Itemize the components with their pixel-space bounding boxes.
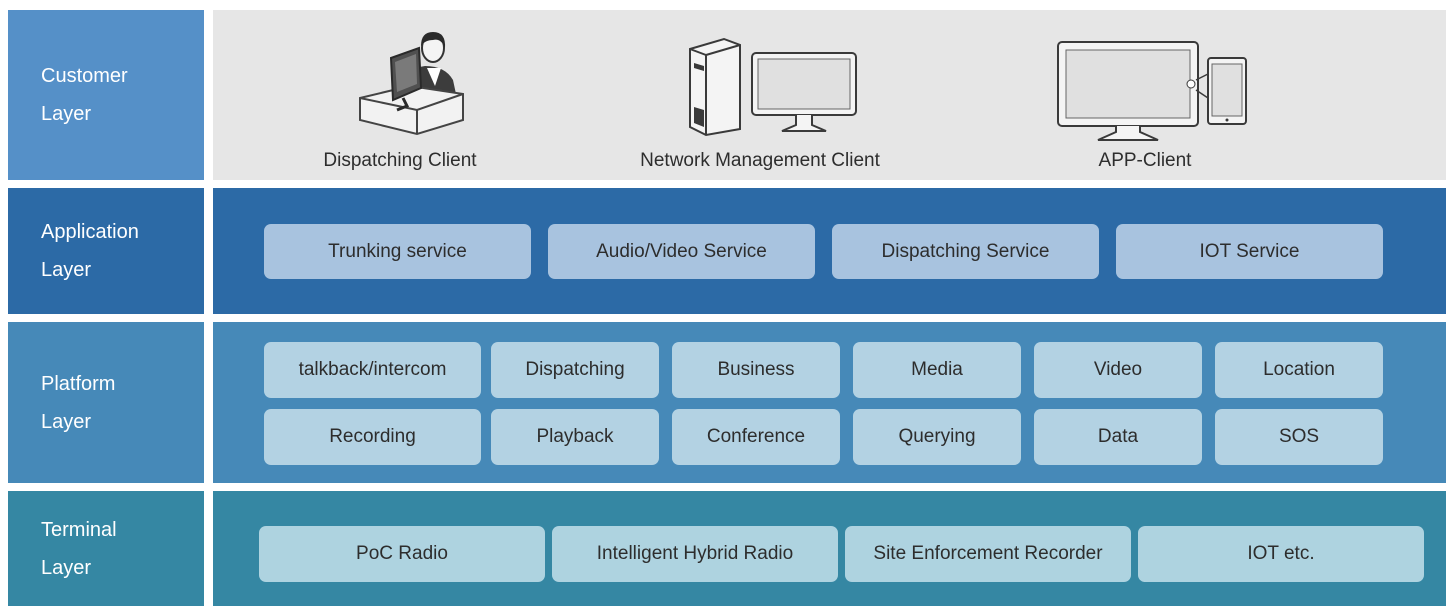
- platform-item: Querying: [853, 409, 1021, 465]
- platform-item: Recording: [264, 409, 481, 465]
- customer-layer-label-line2: Layer: [41, 103, 92, 125]
- app-client-label: APP-Client: [1098, 150, 1192, 171]
- terminal-item: Site Enforcement Recorder: [845, 526, 1131, 582]
- terminal-layer-label-line1: Terminal: [41, 518, 117, 541]
- platform-layer-label-line2: Layer: [41, 410, 92, 433]
- platform-item: Dispatching: [491, 342, 659, 398]
- platform-item: Business: [672, 342, 840, 398]
- dispatching-client-label: Dispatching Client: [323, 150, 477, 171]
- terminal-layer-label: Terminal Layer: [8, 491, 204, 606]
- platform-item: Playback: [491, 409, 659, 465]
- customer-layer-label: Customer Layer: [8, 10, 204, 180]
- terminal-item: IOT etc.: [1138, 526, 1424, 582]
- network-management-client-label: Network Management Client: [640, 150, 880, 171]
- terminal-layer-label-line2: Layer: [41, 556, 92, 579]
- platform-item: Data: [1034, 409, 1202, 465]
- platform-item: Location: [1215, 342, 1383, 398]
- operator-at-desk-icon: [359, 32, 464, 136]
- application-item: Dispatching Service: [832, 224, 1099, 279]
- monitor-and-tablet-icon: [1057, 41, 1247, 141]
- terminal-item: PoC Radio: [259, 526, 545, 582]
- application-layer-label-line2: Layer: [41, 259, 92, 281]
- application-layer-label: Application Layer: [8, 188, 204, 314]
- platform-item: talkback/intercom: [264, 342, 481, 398]
- application-item: IOT Service: [1116, 224, 1383, 279]
- platform-item: Conference: [672, 409, 840, 465]
- desktop-computer-icon: [689, 37, 857, 137]
- application-item: Trunking service: [264, 224, 531, 279]
- platform-item: SOS: [1215, 409, 1383, 465]
- application-item: Audio/Video Service: [548, 224, 815, 279]
- terminal-item: Intelligent Hybrid Radio: [552, 526, 838, 582]
- customer-layer-label-line1: Customer: [41, 65, 128, 87]
- platform-layer-label: Platform Layer: [8, 322, 204, 483]
- platform-item: Video: [1034, 342, 1202, 398]
- application-layer-label-line1: Application: [41, 221, 139, 243]
- platform-item: Media: [853, 342, 1021, 398]
- platform-layer-label-line1: Platform: [41, 372, 116, 395]
